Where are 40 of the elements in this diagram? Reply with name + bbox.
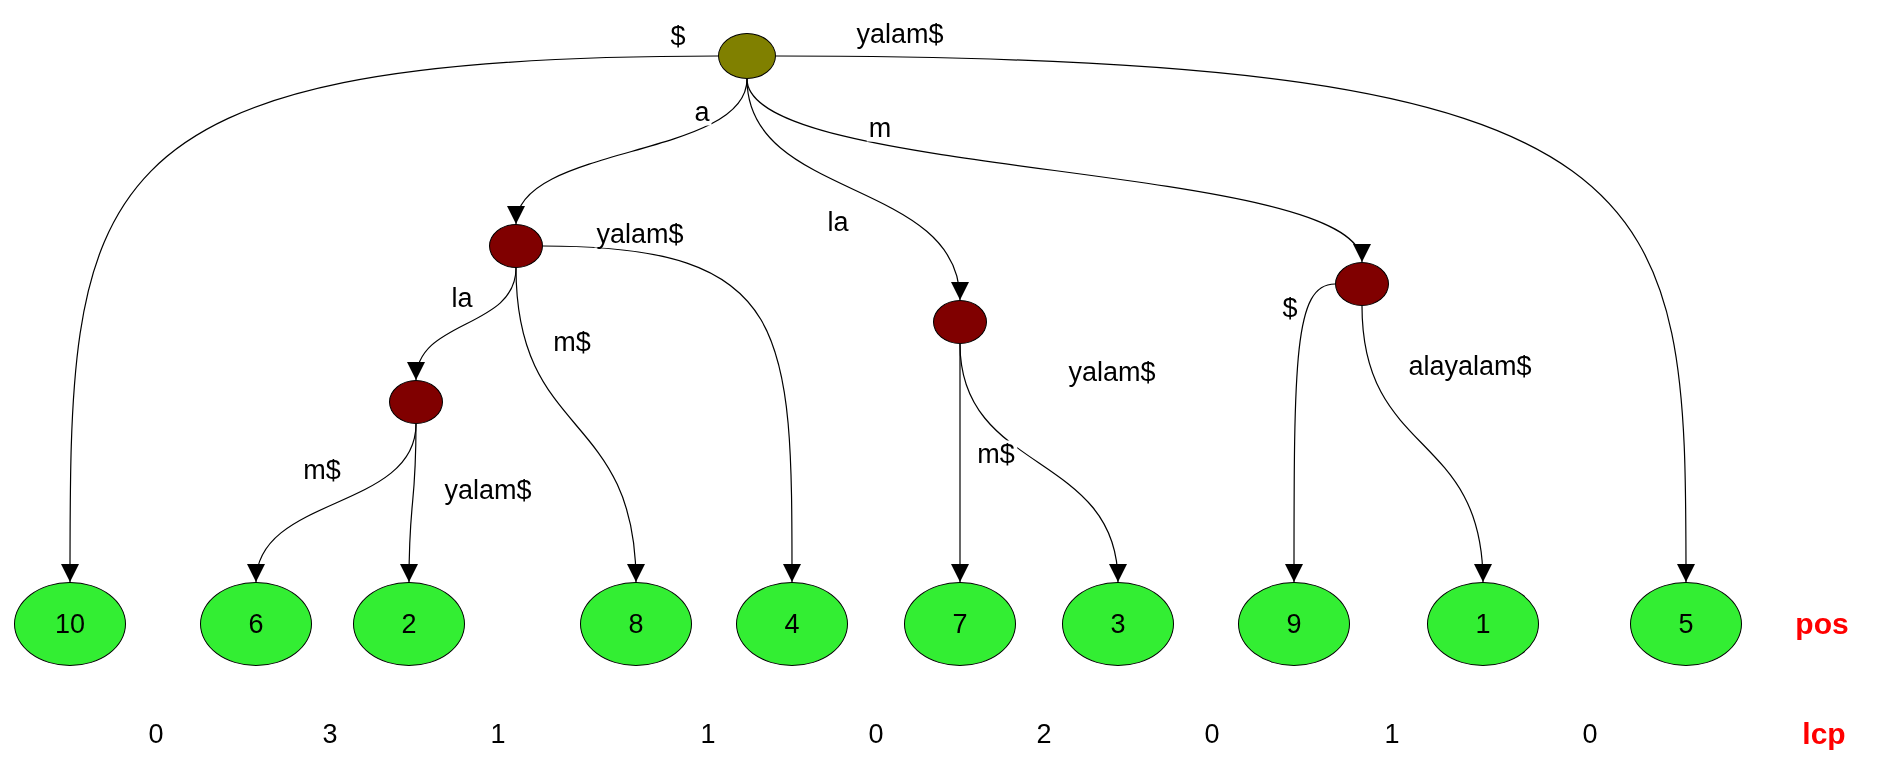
edge-label: yalam$ <box>594 220 686 248</box>
leaf-node: 1 <box>1427 582 1539 666</box>
arrow <box>400 423 419 583</box>
lcp-value: 3 <box>322 720 338 748</box>
tree-node <box>933 300 987 344</box>
edge-label: $ <box>1280 294 1300 322</box>
leaf-node: 3 <box>1062 582 1174 666</box>
arrow <box>542 245 801 583</box>
lcp-value: 0 <box>1204 720 1220 748</box>
lcp-value: 0 <box>868 720 884 748</box>
tree-node <box>718 33 776 79</box>
row-label: pos <box>1795 609 1849 639</box>
arrow <box>1361 305 1491 583</box>
lcp-value: 0 <box>148 720 164 748</box>
lcp-value: 1 <box>1384 720 1400 748</box>
lcp-value: 0 <box>1582 720 1598 748</box>
arrow <box>515 267 644 583</box>
leaf-node: 5 <box>1630 582 1742 666</box>
arrow <box>61 55 719 583</box>
leaf-node: 6 <box>200 582 312 666</box>
edge-label: yalam$ <box>442 476 534 504</box>
lcp-value: 1 <box>490 720 506 748</box>
leaf-node: 4 <box>736 582 848 666</box>
edge-label: alayalam$ <box>1406 352 1534 380</box>
edge-label: $ <box>668 22 688 50</box>
arrow <box>959 343 1126 583</box>
tree-node <box>389 380 443 424</box>
row-label: lcp <box>1802 719 1846 749</box>
lcp-value: 1 <box>700 720 716 748</box>
lcp-value: 2 <box>1036 720 1052 748</box>
edge-label: yalam$ <box>854 20 946 48</box>
leaf-node: 7 <box>904 582 1016 666</box>
tree-node <box>489 224 543 268</box>
leaf-node: 9 <box>1238 582 1350 666</box>
edge-label: yalam$ <box>1066 358 1158 386</box>
tree-node <box>1335 262 1389 306</box>
leaf-node: 8 <box>580 582 692 666</box>
arrow <box>1285 283 1336 583</box>
leaf-node: 10 <box>14 582 126 666</box>
leaf-node: 2 <box>353 582 465 666</box>
